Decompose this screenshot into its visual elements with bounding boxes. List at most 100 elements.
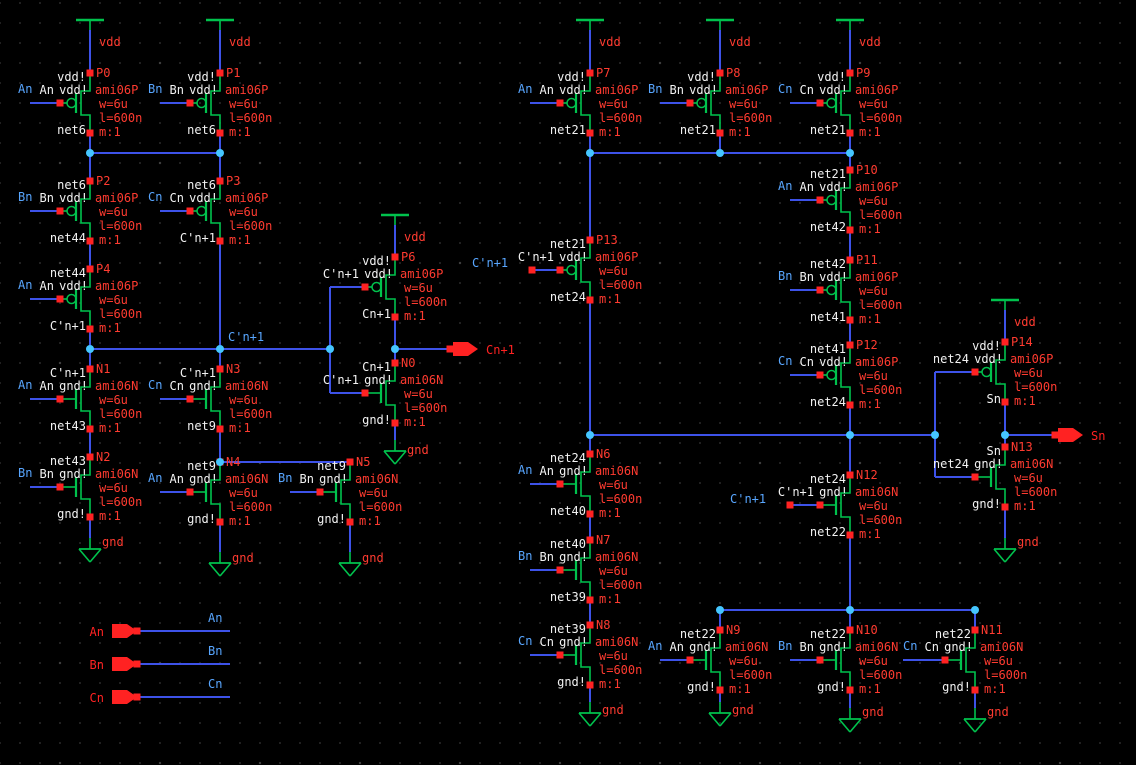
terminal-pin-square[interactable] bbox=[186, 207, 194, 215]
vdd-symbol[interactable]: vdd bbox=[706, 18, 751, 49]
terminal-pin-square[interactable] bbox=[86, 69, 94, 77]
terminal-pin-square[interactable] bbox=[216, 518, 224, 526]
vdd-symbol[interactable]: vdd bbox=[76, 18, 121, 49]
terminal-pin-square[interactable] bbox=[586, 129, 594, 137]
terminal-pin-square[interactable] bbox=[846, 129, 854, 137]
terminal-pin-square[interactable] bbox=[391, 253, 399, 261]
vdd-symbol[interactable]: vdd bbox=[991, 298, 1036, 329]
terminal-pin-square[interactable] bbox=[186, 99, 194, 107]
gnd-symbol[interactable]: gnd bbox=[963, 705, 1009, 733]
terminal-pin-square[interactable] bbox=[216, 177, 224, 185]
terminal-pin-square[interactable] bbox=[971, 368, 979, 376]
terminal-pin-square[interactable] bbox=[391, 419, 399, 427]
terminal-pin-square[interactable] bbox=[186, 488, 194, 496]
gnd-symbol[interactable]: gnd bbox=[78, 535, 124, 563]
terminal-pin-square[interactable] bbox=[586, 450, 594, 458]
terminal-pin-square[interactable] bbox=[391, 313, 399, 321]
terminal-pin-square[interactable] bbox=[186, 395, 194, 403]
terminal-pin-square[interactable] bbox=[846, 226, 854, 234]
gnd-symbol[interactable]: gnd bbox=[578, 702, 624, 727]
terminal-pin-square[interactable] bbox=[586, 621, 594, 629]
terminal-pin-square[interactable] bbox=[56, 295, 64, 303]
terminal-pin-square[interactable] bbox=[586, 69, 594, 77]
terminal-pin-square[interactable] bbox=[346, 458, 354, 466]
gnd-symbol[interactable]: gnd bbox=[708, 702, 754, 727]
pin-An[interactable]: An bbox=[90, 624, 137, 639]
terminal-pin-square[interactable] bbox=[86, 129, 94, 137]
terminal-pin-square[interactable] bbox=[816, 656, 824, 664]
terminal-pin-square[interactable] bbox=[716, 69, 724, 77]
terminal-pin-square[interactable] bbox=[556, 99, 564, 107]
terminal-pin-square[interactable] bbox=[686, 656, 694, 664]
pin-Cn+1[interactable]: Cn+1 bbox=[453, 342, 515, 357]
terminal-pin-square[interactable] bbox=[586, 536, 594, 544]
terminal-pin-square[interactable] bbox=[846, 166, 854, 174]
terminal-pin-square[interactable] bbox=[1051, 431, 1059, 439]
terminal-pin-square[interactable] bbox=[586, 681, 594, 689]
terminal-pin-square[interactable] bbox=[816, 196, 824, 204]
terminal-pin-square[interactable] bbox=[216, 237, 224, 245]
terminal-pin-square[interactable] bbox=[846, 401, 854, 409]
terminal-pin-square[interactable] bbox=[316, 488, 324, 496]
terminal-pin-square[interactable] bbox=[1001, 443, 1009, 451]
vdd-symbol[interactable]: vdd bbox=[576, 18, 621, 49]
terminal-pin-square[interactable] bbox=[556, 566, 564, 574]
terminal-pin-square[interactable] bbox=[346, 518, 354, 526]
terminal-pin-square[interactable] bbox=[716, 129, 724, 137]
vdd-symbol[interactable]: vdd bbox=[206, 18, 251, 49]
terminal-pin-square[interactable] bbox=[528, 266, 536, 274]
terminal-pin-square[interactable] bbox=[586, 510, 594, 518]
terminal-pin-square[interactable] bbox=[586, 296, 594, 304]
pin-Sn[interactable]: Sn bbox=[1058, 428, 1105, 443]
vdd-symbol[interactable]: vdd bbox=[381, 213, 426, 244]
pin-Bn[interactable]: Bn bbox=[90, 657, 137, 672]
terminal-pin-square[interactable] bbox=[846, 531, 854, 539]
terminal-pin-square[interactable] bbox=[86, 365, 94, 373]
terminal-pin-square[interactable] bbox=[216, 129, 224, 137]
terminal-pin-square[interactable] bbox=[846, 471, 854, 479]
terminal-pin-square[interactable] bbox=[716, 686, 724, 694]
gnd-symbol[interactable]: gnd bbox=[838, 705, 884, 733]
terminal-pin-square[interactable] bbox=[86, 513, 94, 521]
terminal-pin-square[interactable] bbox=[56, 207, 64, 215]
terminal-pin-square[interactable] bbox=[586, 596, 594, 604]
gnd-symbol[interactable]: gnd bbox=[383, 440, 429, 465]
terminal-pin-square[interactable] bbox=[846, 316, 854, 324]
terminal-pin-square[interactable] bbox=[971, 473, 979, 481]
terminal-pin-square[interactable] bbox=[816, 99, 824, 107]
terminal-pin-square[interactable] bbox=[361, 389, 369, 397]
gnd-symbol[interactable]: gnd bbox=[208, 551, 254, 577]
terminal-pin-square[interactable] bbox=[846, 69, 854, 77]
terminal-pin-square[interactable] bbox=[56, 395, 64, 403]
terminal-pin-square[interactable] bbox=[216, 365, 224, 373]
terminal-pin-square[interactable] bbox=[816, 286, 824, 294]
terminal-pin-square[interactable] bbox=[361, 283, 369, 291]
terminal-pin-square[interactable] bbox=[971, 626, 979, 634]
terminal-pin-square[interactable] bbox=[786, 501, 794, 509]
terminal-pin-square[interactable] bbox=[1001, 338, 1009, 346]
terminal-pin-square[interactable] bbox=[56, 99, 64, 107]
terminal-pin-square[interactable] bbox=[1001, 503, 1009, 511]
terminal-pin-square[interactable] bbox=[86, 453, 94, 461]
terminal-pin-square[interactable] bbox=[816, 501, 824, 509]
